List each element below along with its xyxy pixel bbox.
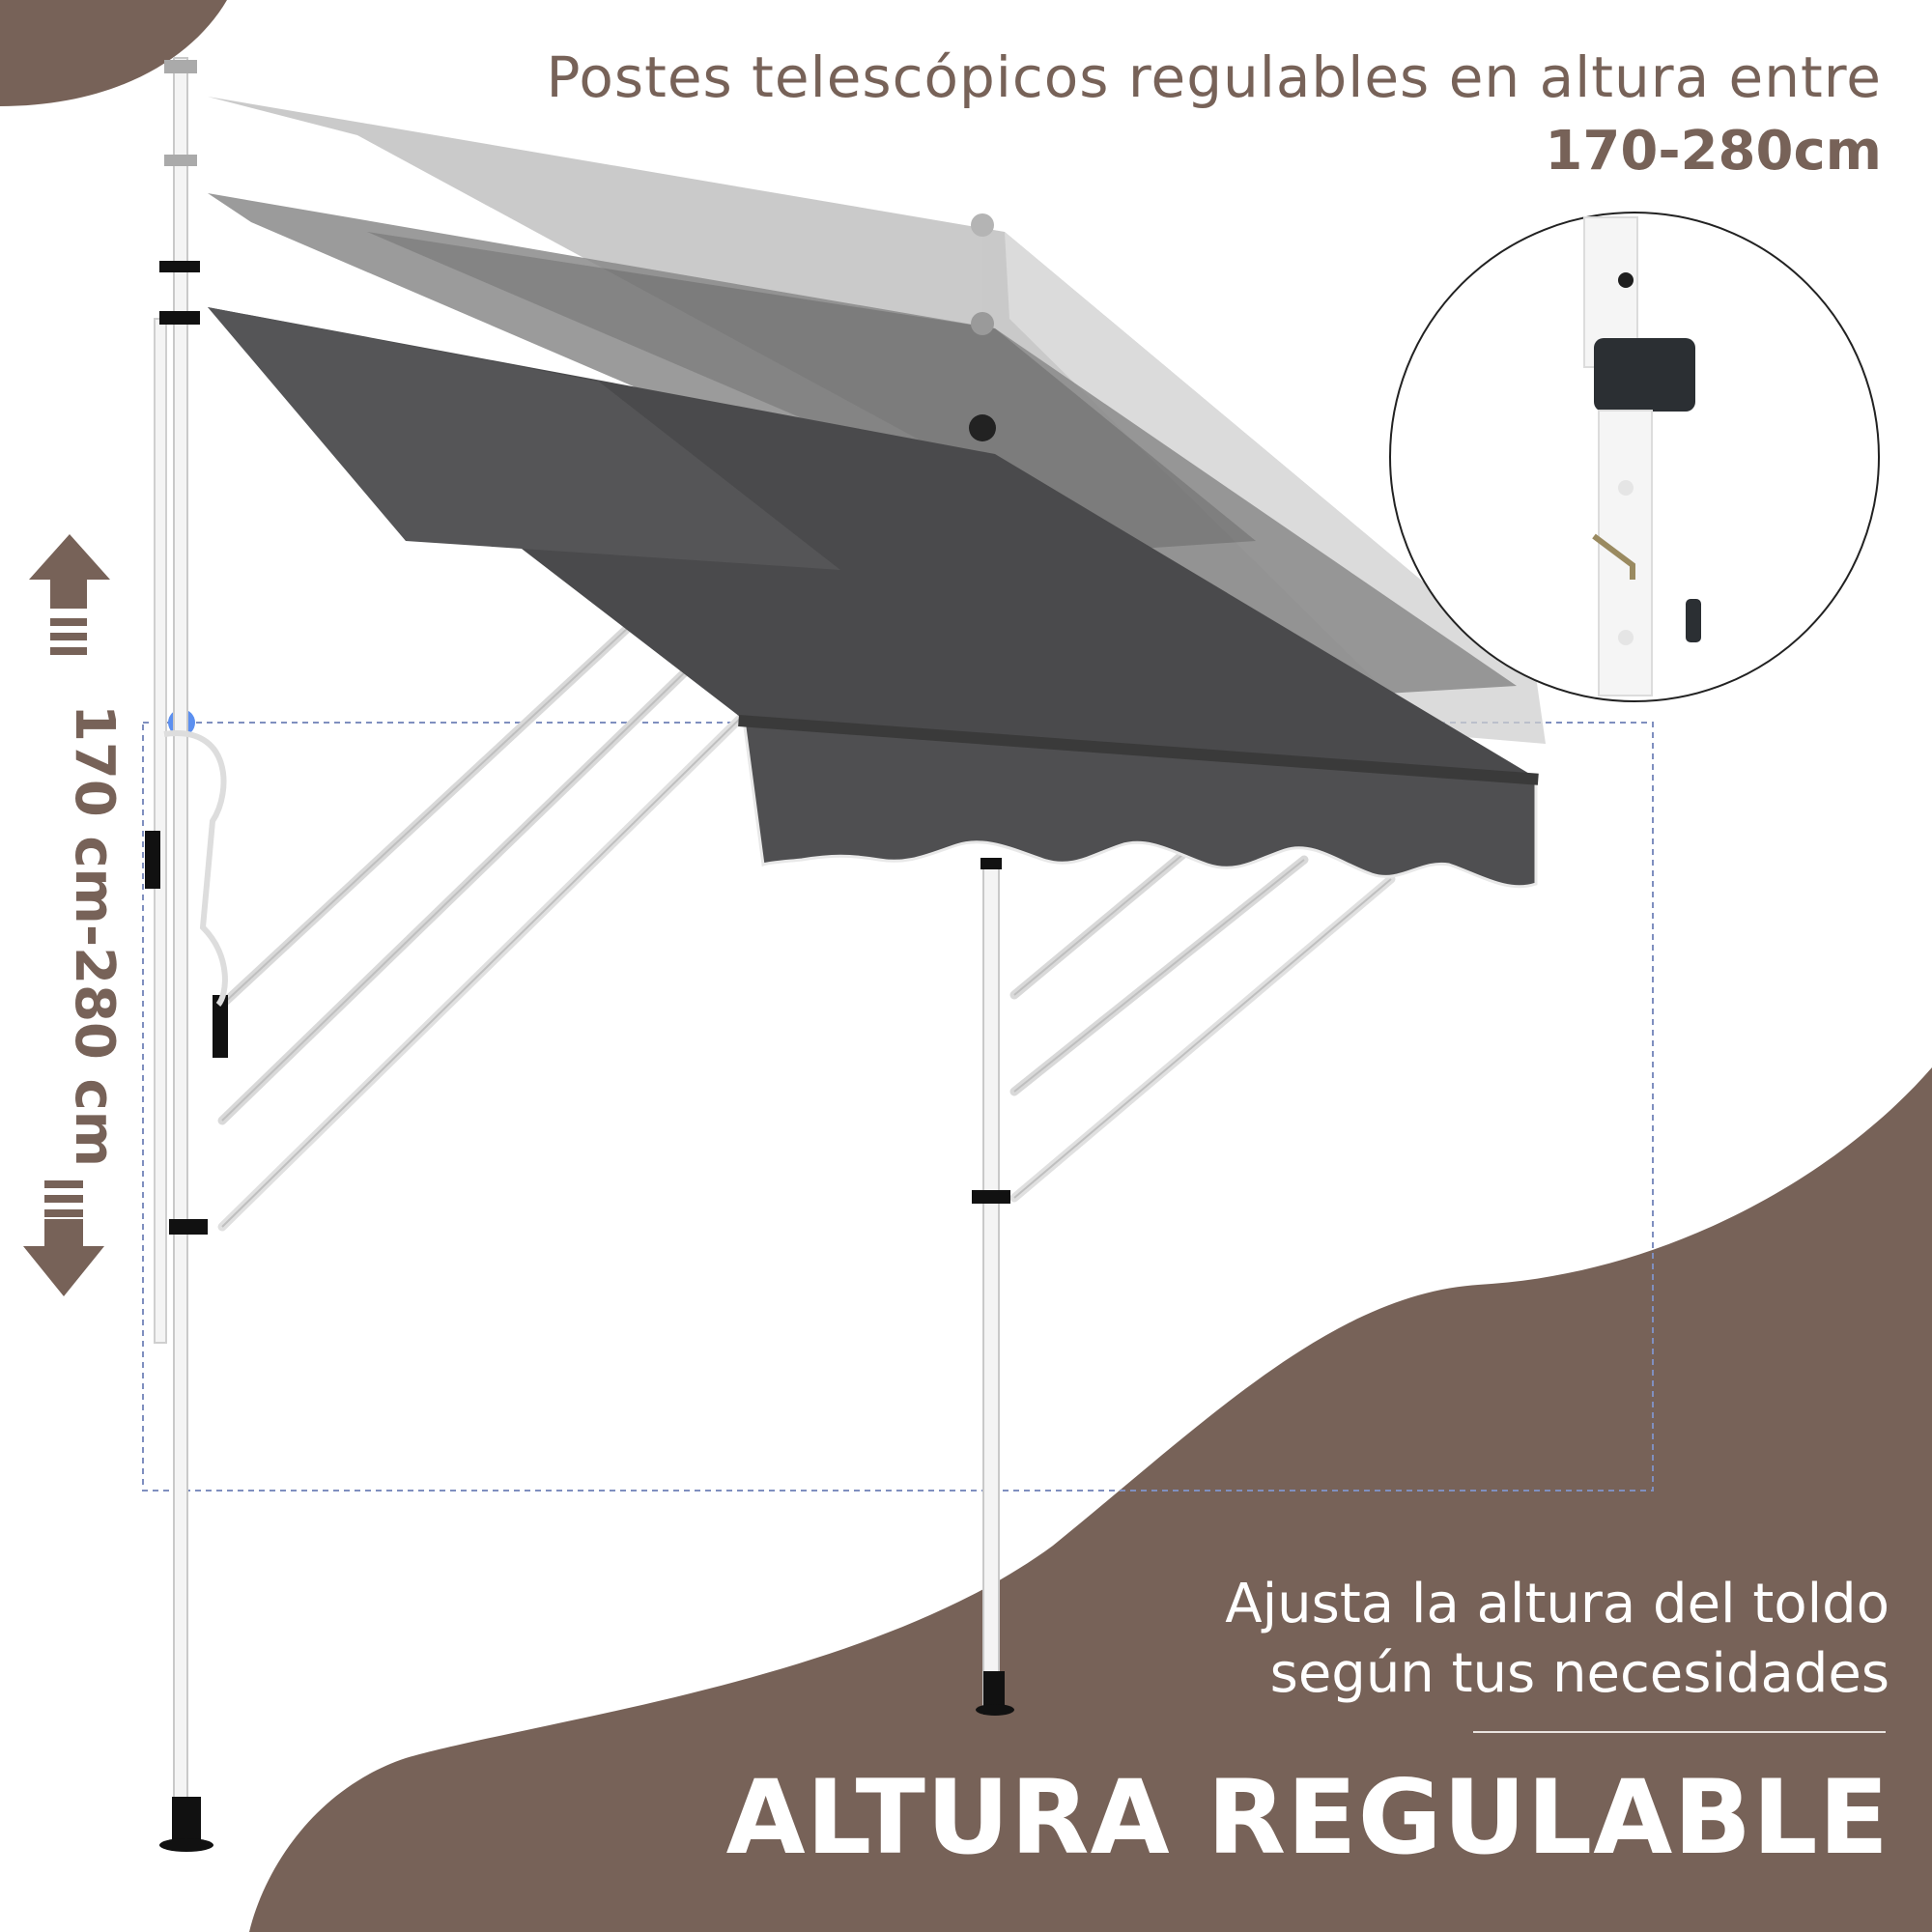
dimension-text: 170 cm-280 cm [63, 703, 127, 1167]
page-title: ALTURA REGULABLE [725, 1758, 1889, 1877]
right-pole [969, 213, 1014, 1716]
caption-line-2: según tus necesidades [1269, 1642, 1889, 1705]
awning-valance [742, 718, 1538, 889]
double-arrow-icon [23, 534, 110, 1296]
bottom-wave-background [249, 1067, 1932, 1932]
front-bar [738, 715, 1539, 785]
caption-divider [1473, 1731, 1886, 1733]
top-description: Postes telescópicos regulables en altura… [546, 44, 1882, 110]
top-left-blob [0, 0, 227, 106]
left-pole [145, 57, 228, 1852]
height-range-highlight: 170-280cm [1545, 120, 1882, 183]
caption-line-1: Ajusta la altura del toldo [1225, 1573, 1889, 1635]
awning-canopy-shade [208, 307, 840, 570]
zoom-detail-circle [1389, 212, 1880, 702]
support-arm-outlines [221, 627, 1392, 1228]
vertical-dimension-label: 170 cm-280 cm [46, 703, 143, 1167]
